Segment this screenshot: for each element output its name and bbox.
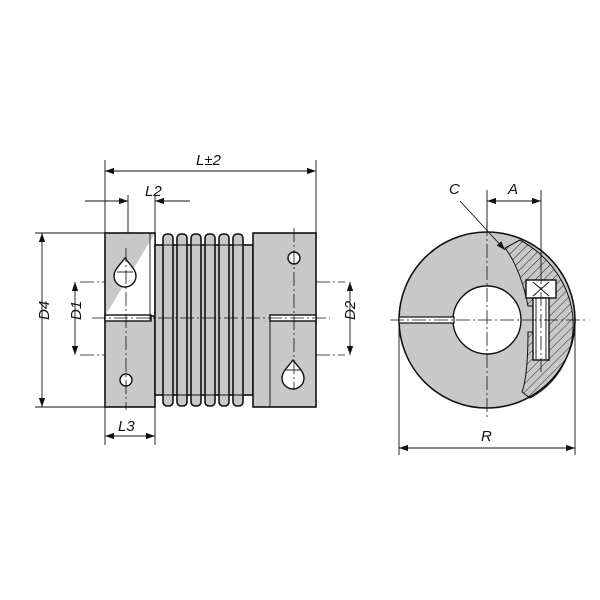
- side-view: L±2 L2 L3 D4 D1 D2: [35, 152, 359, 445]
- dim-C-leader: [459, 200, 506, 251]
- label-L3: L3: [118, 418, 135, 435]
- label-A: A: [507, 181, 518, 198]
- label-L: L±2: [196, 152, 222, 169]
- screw-head-left-top: [113, 256, 137, 288]
- label-D1: D1: [68, 301, 85, 320]
- end-view: C A R: [390, 181, 585, 455]
- label-L2: L2: [145, 183, 162, 200]
- bellows: [154, 233, 254, 407]
- label-R: R: [481, 428, 492, 445]
- label-D2: D2: [342, 300, 359, 320]
- label-D4: D4: [36, 301, 53, 320]
- label-C: C: [449, 181, 460, 198]
- screw-head-right-bottom: [281, 358, 305, 390]
